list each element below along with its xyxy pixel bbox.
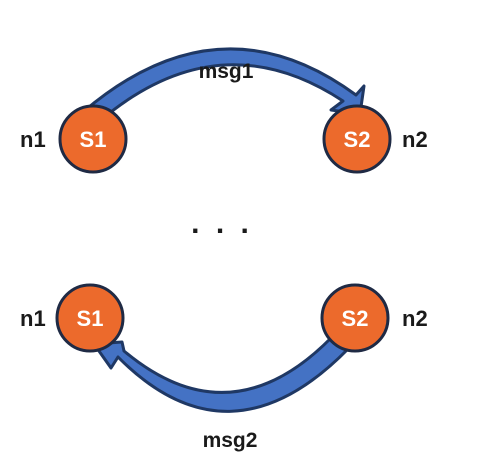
node-s2-bottom: S2 — [320, 283, 390, 353]
msg2-arrow — [92, 336, 351, 413]
node-s1-top-label: S1 — [80, 127, 107, 152]
ellipsis: . . . — [191, 207, 253, 240]
msg1-label: msg1 — [199, 60, 254, 83]
n1-bottom-label: n1 — [20, 306, 46, 331]
msg2-label: msg2 — [203, 429, 258, 452]
n1-top-label: n1 — [20, 127, 46, 152]
n2-bottom-label: n2 — [402, 306, 428, 331]
node-s2-top: S2 — [322, 104, 392, 174]
node-s1-bottom-label: S1 — [77, 306, 104, 331]
n2-top-label: n2 — [402, 127, 428, 152]
node-s2-bottom-label: S2 — [342, 306, 369, 331]
node-s2-top-label: S2 — [344, 127, 371, 152]
node-s1-top: S1 — [58, 104, 128, 174]
node-s1-bottom: S1 — [55, 283, 125, 353]
